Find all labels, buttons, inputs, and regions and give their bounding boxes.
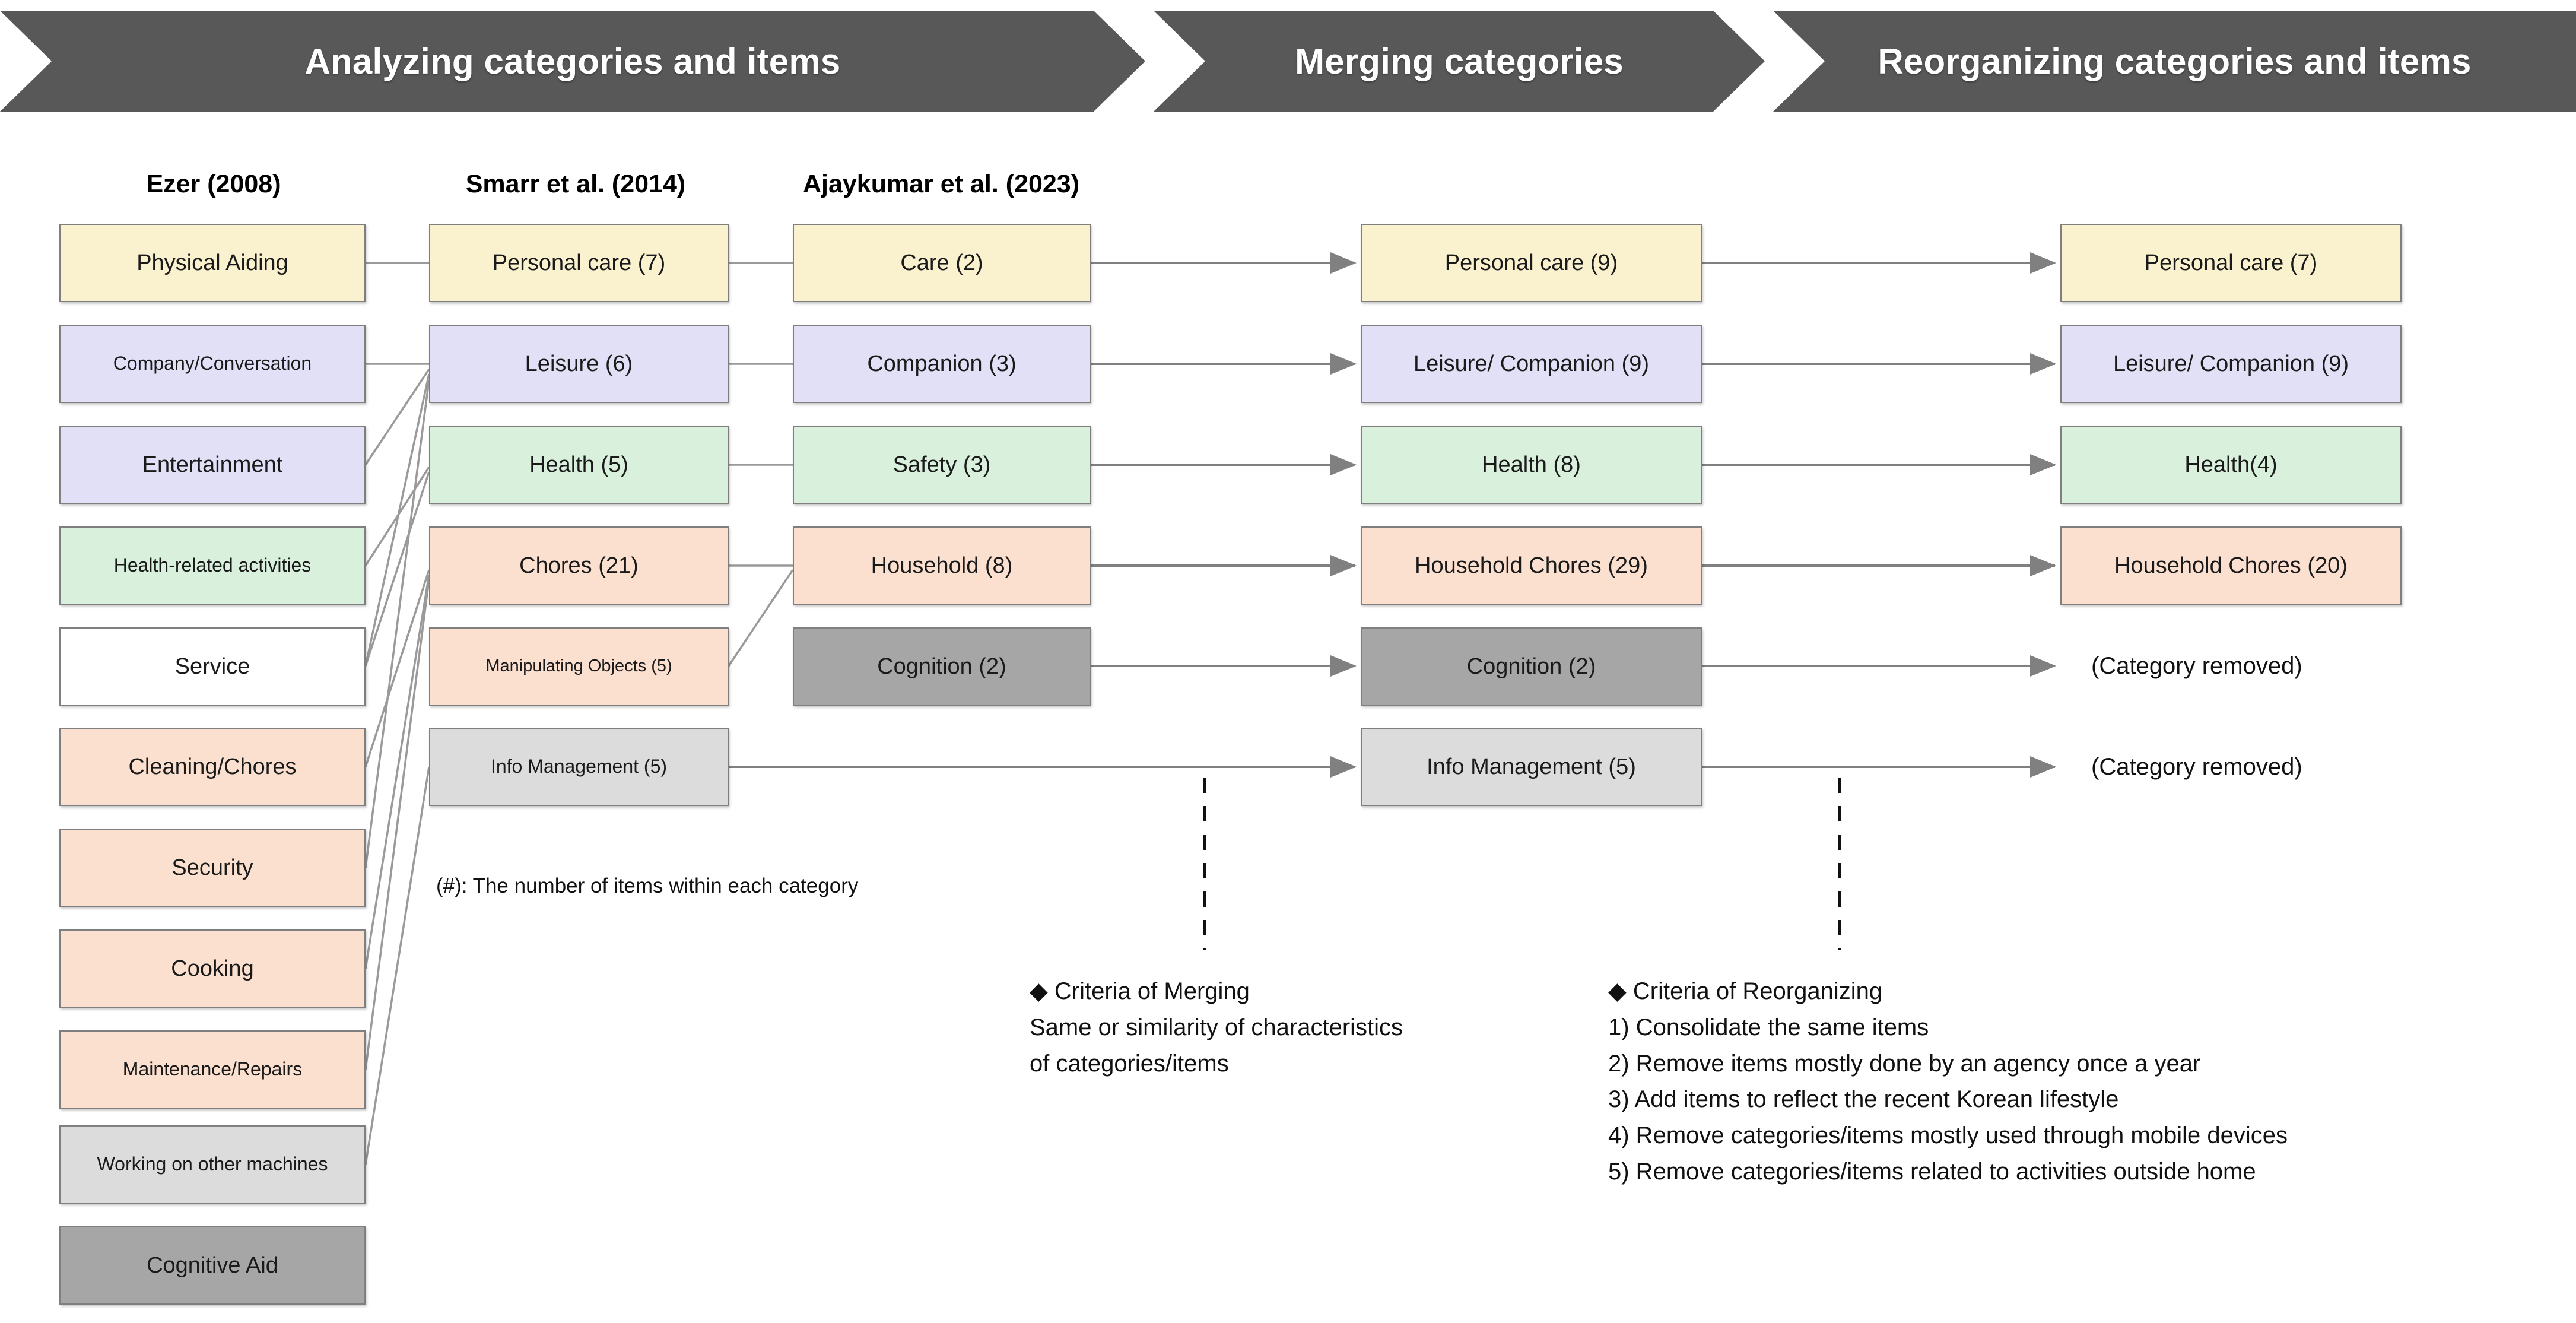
category-box[interactable]: Household (8): [793, 526, 1091, 605]
criteria-reorganizing-line: 4) Remove categories/items mostly used t…: [1608, 1122, 2288, 1149]
criteria-reorganizing-line: 2) Remove items mostly done by an agency…: [1608, 1050, 2201, 1077]
category-removed-label: (Category removed): [2091, 653, 2302, 679]
category-box[interactable]: Maintenance/Repairs: [59, 1030, 366, 1109]
category-box[interactable]: Physical Aiding: [59, 224, 366, 302]
category-box[interactable]: Service: [59, 627, 366, 706]
category-box[interactable]: Safety (3): [793, 426, 1091, 504]
reorganized-category-box[interactable]: Health(4): [2060, 426, 2402, 504]
reorganized-category-box[interactable]: Personal care (7): [2060, 224, 2402, 302]
merged-category-box[interactable]: Personal care (9): [1361, 224, 1702, 302]
category-box[interactable]: Security: [59, 829, 366, 907]
process-banner: Analyzing categories and items Merging c…: [0, 11, 2576, 112]
category-box[interactable]: Companion (3): [793, 325, 1091, 403]
category-box[interactable]: Company/Conversation: [59, 325, 366, 403]
category-box[interactable]: Info Management (5): [429, 728, 729, 806]
column-header-smarr: Smarr et al. (2014): [465, 170, 686, 198]
process-step-merging[interactable]: Merging categories: [1154, 11, 1765, 112]
category-box[interactable]: Health (5): [429, 426, 729, 504]
category-box[interactable]: Health-related activities: [59, 526, 366, 605]
process-step-label: Merging categories: [1295, 41, 1624, 81]
process-step-label: Reorganizing categories and items: [1878, 41, 2472, 81]
criteria-merging-line: Same or similarity of characteristics: [1030, 1014, 1403, 1040]
criteria-reorganizing-line: 3) Add items to reflect the recent Korea…: [1608, 1086, 2119, 1113]
category-box[interactable]: Cognition (2): [793, 627, 1091, 706]
criteria-reorganizing-title: Criteria of Reorganizing: [1632, 978, 1883, 1004]
legend-note: (#): The number of items within each cat…: [436, 874, 859, 897]
category-box[interactable]: Personal care (7): [429, 224, 729, 302]
category-box[interactable]: Working on other machines: [59, 1125, 366, 1204]
category-box[interactable]: Entertainment: [59, 426, 366, 504]
category-box[interactable]: Care (2): [793, 224, 1091, 302]
diamond-bullet-icon: ◆: [1030, 978, 1048, 1004]
category-box[interactable]: Cleaning/Chores: [59, 728, 366, 806]
category-box[interactable]: Cognitive Aid: [59, 1226, 366, 1305]
criteria-reorganizing-line: 5) Remove categories/items related to ac…: [1608, 1158, 2256, 1185]
column-header-ajaykumar: Ajaykumar et al. (2023): [802, 170, 1080, 198]
diamond-bullet-icon: ◆: [1608, 978, 1627, 1004]
merged-category-box[interactable]: Info Management (5): [1361, 728, 1702, 806]
merged-category-box[interactable]: Health (8): [1361, 426, 1702, 504]
merged-category-box[interactable]: Leisure/ Companion (9): [1361, 325, 1702, 403]
criteria-merging-line: of categories/items: [1030, 1050, 1229, 1077]
category-box[interactable]: Chores (21): [429, 526, 729, 605]
reorganized-category-box[interactable]: Leisure/ Companion (9): [2060, 325, 2402, 403]
category-removed-label: (Category removed): [2091, 754, 2302, 780]
criteria-reorganizing-line: 1) Consolidate the same items: [1608, 1014, 1929, 1040]
merged-category-box[interactable]: Household Chores (29): [1361, 526, 1702, 605]
criteria-merging-title: Criteria of Merging: [1054, 978, 1250, 1004]
category-box[interactable]: Leisure (6): [429, 325, 729, 403]
category-box[interactable]: Manipulating Objects (5): [429, 627, 729, 706]
merged-category-box[interactable]: Cognition (2): [1361, 627, 1702, 706]
process-step-label: Analyzing categories and items: [304, 41, 841, 81]
criteria-of-merging: ◆ Criteria of Merging Same or similarity…: [1030, 973, 1564, 1081]
process-step-analyzing[interactable]: Analyzing categories and items: [0, 11, 1145, 112]
column-header-ezer: Ezer (2008): [146, 170, 281, 198]
reorganized-category-box[interactable]: Household Chores (20): [2060, 526, 2402, 605]
criteria-of-reorganizing: ◆ Criteria of Reorganizing 1) Consolidat…: [1608, 973, 2558, 1190]
process-step-reorganizing[interactable]: Reorganizing categories and items: [1773, 11, 2576, 112]
category-box[interactable]: Cooking: [59, 929, 366, 1008]
